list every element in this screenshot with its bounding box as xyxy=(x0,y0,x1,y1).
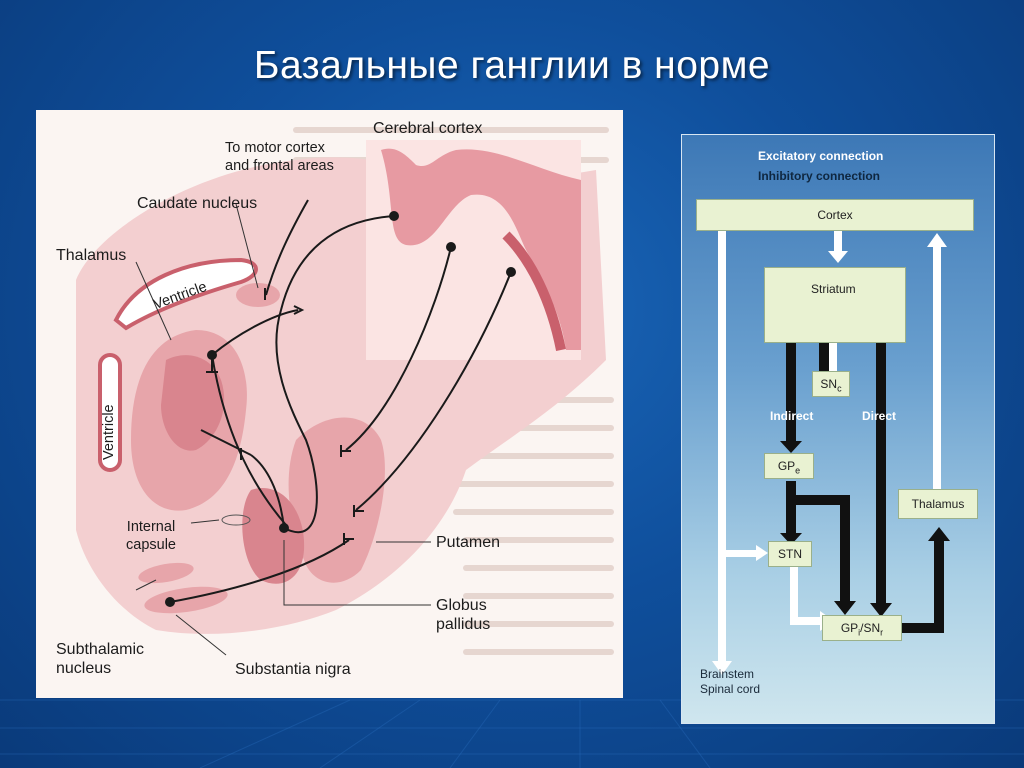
label-substantia-nigra: Substantia nigra xyxy=(235,661,351,678)
ventricle-side-shape xyxy=(98,353,122,472)
node-gpe: GPe xyxy=(764,453,814,479)
node-thalamus-label: Thalamus xyxy=(911,497,965,511)
caudate-shape xyxy=(236,283,280,307)
slide-title: Базальные ганглии в норме xyxy=(253,44,771,87)
anatomy-drawing xyxy=(76,127,614,656)
label-brainstem-spinal-cord: Brainstem Spinal cord xyxy=(700,667,761,696)
node-snc: SNc xyxy=(812,371,850,397)
label-subthalamic-nucleus: Subthalamic nucleus xyxy=(56,641,145,677)
label-putamen: Putamen xyxy=(436,534,501,551)
node-gpe-sub: e xyxy=(795,465,801,476)
node-cortex: Cortex xyxy=(696,199,974,231)
node-stn-label: STN xyxy=(778,547,802,561)
node-thalamus: Thalamus xyxy=(898,489,978,519)
label-to-motor-cortex: To motor cortex and frontal areas xyxy=(225,140,334,174)
label-ventricle-side: Ventricle xyxy=(101,404,117,460)
node-striatum-label: Striatum xyxy=(811,282,856,296)
legend-inhibitory: Inhibitory connection xyxy=(758,169,880,183)
node-snr-sub: r xyxy=(880,627,884,638)
neural-pathways xyxy=(169,199,512,603)
node-gpi-label: GP xyxy=(840,621,859,635)
node-striatum: Striatum xyxy=(764,267,906,343)
circuit-flow-panel: Excitatory connection Inhibitory connect… xyxy=(681,134,995,724)
substantia-nigra-shape xyxy=(144,586,228,614)
cortex-gyrus-dark xyxy=(502,231,566,351)
label-indirect: Indirect xyxy=(770,409,814,423)
node-stn: STN xyxy=(768,541,812,567)
label-cerebral-cortex: Cerebral cortex xyxy=(373,120,483,137)
internal-capsule-marker xyxy=(221,514,251,526)
globus-pallidus-shape xyxy=(242,488,305,584)
label-thalamus: Thalamus xyxy=(56,247,127,264)
node-cortex-label: Cortex xyxy=(817,208,853,222)
node-snc-sub: c xyxy=(837,383,842,394)
node-gpe-label: GP xyxy=(777,459,796,473)
node-snr-label: /SN xyxy=(860,621,881,635)
label-direct: Direct xyxy=(862,409,897,423)
inhibitory-arrows xyxy=(780,313,950,633)
leader-lines xyxy=(135,203,431,656)
cortex-gyrus xyxy=(381,148,581,350)
ventricle-top-shape xyxy=(113,257,258,331)
pathway-nodes xyxy=(165,211,516,607)
basal-ganglia-anatomy-panel: Cerebral cortex To motor cortex and fron… xyxy=(36,110,623,698)
legend-excitatory: Excitatory connection xyxy=(758,149,884,163)
node-gpi-snr: GPi/SNr xyxy=(822,615,902,641)
label-internal-capsule: Internal capsule xyxy=(126,519,176,553)
label-globus-pallidus: Globus pallidus xyxy=(436,597,491,633)
label-caudate-nucleus: Caudate nucleus xyxy=(137,195,258,212)
subthalamic-shape xyxy=(138,562,194,584)
node-snc-label: SN xyxy=(820,377,838,391)
node-gpi-sub: i xyxy=(858,627,861,638)
thalamus-inner xyxy=(161,355,225,451)
pathway-terminals xyxy=(206,288,364,545)
flow-arrows xyxy=(712,231,950,675)
